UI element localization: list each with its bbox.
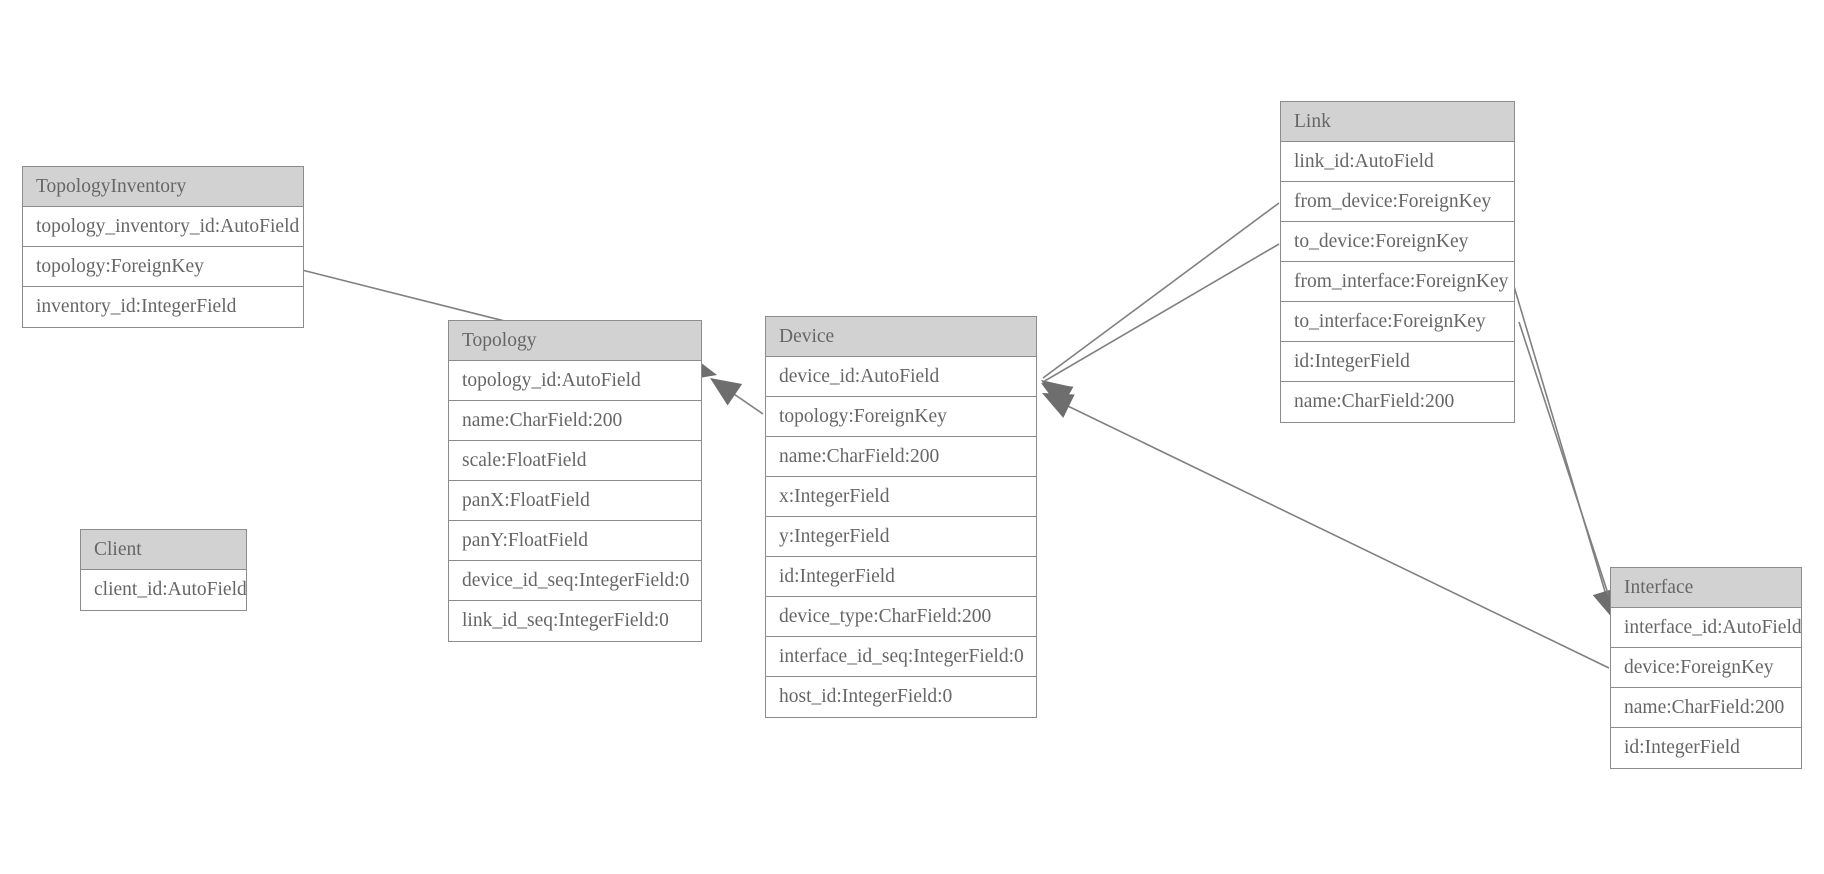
entity-field[interactable]: device_id_seq:IntegerField:0 [449, 561, 701, 601]
entity-fields-client: client_id:AutoField [81, 570, 246, 610]
entity-field[interactable]: inventory_id:IntegerField [23, 287, 303, 327]
entity-field[interactable]: host_id:IntegerField:0 [766, 677, 1036, 717]
entity-field[interactable]: client_id:AutoField [81, 570, 246, 610]
entity-field[interactable]: link_id:AutoField [1281, 142, 1514, 182]
entity-title-link: Link [1281, 102, 1514, 142]
relation-link-todevice-device [1041, 243, 1280, 410]
relation-link-fromdevice-device [1041, 202, 1280, 409]
entity-title-topology: Topology [449, 321, 701, 361]
entity-field[interactable]: name:CharField:200 [1281, 382, 1514, 422]
entity-field[interactable]: panY:FloatField [449, 521, 701, 561]
entity-field[interactable]: interface_id:AutoField [1611, 608, 1801, 648]
relation-arrowhead [710, 378, 743, 406]
entity-field[interactable]: from_interface:ForeignKey [1281, 262, 1514, 302]
relation-line [1518, 321, 1617, 619]
relation-arrowhead [1041, 380, 1073, 409]
relation-device-topology [710, 378, 764, 415]
entity-field[interactable]: to_device:ForeignKey [1281, 222, 1514, 262]
entity-field[interactable]: panX:FloatField [449, 481, 701, 521]
entity-field[interactable]: device_type:CharField:200 [766, 597, 1036, 637]
entity-field[interactable]: id:IntegerField [1611, 728, 1801, 768]
entity-field[interactable]: name:CharField:200 [766, 437, 1036, 477]
entity-field[interactable]: to_interface:ForeignKey [1281, 302, 1514, 342]
entity-field[interactable]: topology:ForeignKey [23, 247, 303, 287]
entity-field[interactable]: topology:ForeignKey [766, 397, 1036, 437]
entity-field[interactable]: y:IntegerField [766, 517, 1036, 557]
entity-field[interactable]: id:IntegerField [1281, 342, 1514, 382]
entity-field[interactable]: id:IntegerField [766, 557, 1036, 597]
entity-title-topology_inventory: TopologyInventory [23, 167, 303, 207]
relation-arrowhead [1041, 383, 1074, 410]
relation-line [1044, 394, 1610, 669]
entity-field[interactable]: from_device:ForeignKey [1281, 182, 1514, 222]
entity-field[interactable]: interface_id_seq:IntegerField:0 [766, 637, 1036, 677]
relation-line [1042, 243, 1280, 383]
entity-field[interactable]: x:IntegerField [766, 477, 1036, 517]
entity-title-interface: Interface [1611, 568, 1801, 608]
entity-field[interactable]: topology_inventory_id:AutoField [23, 207, 303, 247]
entity-title-device: Device [766, 317, 1036, 357]
entity-field[interactable]: device_id:AutoField [766, 357, 1036, 397]
entity-field[interactable]: link_id_seq:IntegerField:0 [449, 601, 701, 641]
entity-field[interactable]: scale:FloatField [449, 441, 701, 481]
relation-arrowhead [1042, 393, 1075, 418]
relation-line [1512, 282, 1613, 616]
relation-line [711, 378, 764, 415]
relation-interface-device-device [1042, 393, 1610, 669]
relation-line [1042, 202, 1280, 379]
entity-field[interactable]: topology_id:AutoField [449, 361, 701, 401]
entity-field[interactable]: device:ForeignKey [1611, 648, 1801, 688]
entity-title-client: Client [81, 530, 246, 570]
entity-field[interactable]: name:CharField:200 [1611, 688, 1801, 728]
entity-field[interactable]: name:CharField:200 [449, 401, 701, 441]
